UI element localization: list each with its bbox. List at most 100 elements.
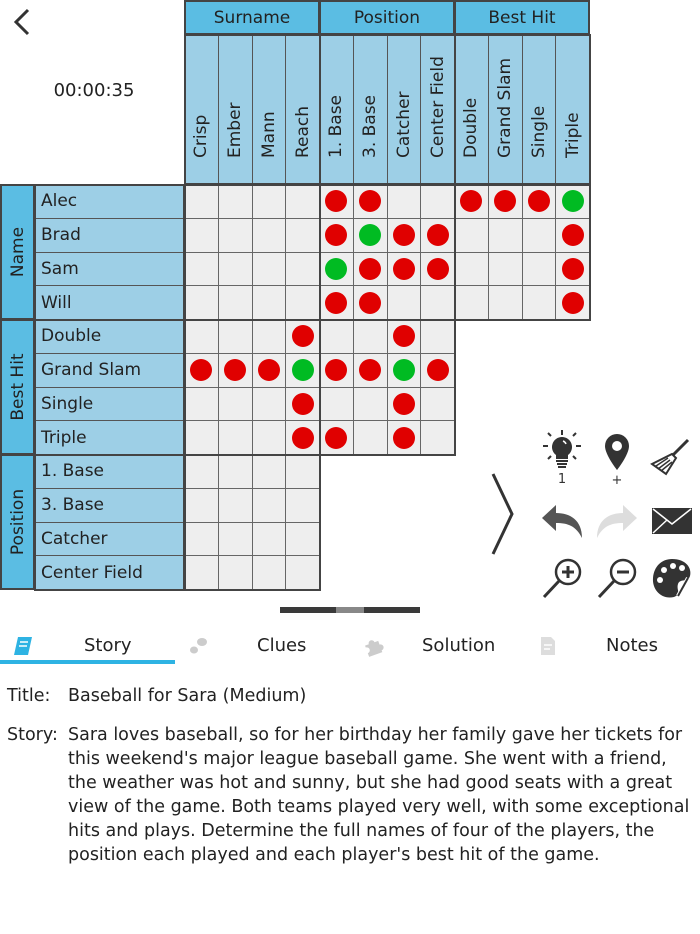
- grid-cell[interactable]: [285, 352, 320, 388]
- grid-cell[interactable]: [521, 285, 557, 320]
- marker-button[interactable]: [595, 430, 639, 474]
- grid-cell[interactable]: [319, 217, 354, 253]
- grid-cell[interactable]: [184, 521, 219, 557]
- grid-cell[interactable]: [352, 420, 388, 455]
- grid-cell[interactable]: [319, 251, 354, 287]
- grid-cell[interactable]: [217, 352, 253, 388]
- grid-cell[interactable]: [251, 251, 287, 287]
- grid-cell[interactable]: [319, 420, 354, 455]
- grid-cell[interactable]: [319, 386, 354, 422]
- grid-cell[interactable]: [487, 184, 523, 219]
- grid-cell[interactable]: [184, 487, 219, 523]
- grid-cell[interactable]: [352, 352, 388, 388]
- grid-cell[interactable]: [184, 285, 219, 320]
- grid-cell[interactable]: [184, 217, 219, 253]
- grid-cell[interactable]: [487, 217, 523, 253]
- grid-cell[interactable]: [217, 251, 253, 287]
- grid-cell[interactable]: [420, 319, 455, 354]
- clear-button[interactable]: [648, 436, 692, 480]
- grid-cell[interactable]: [285, 217, 320, 253]
- grid-cell[interactable]: [352, 285, 388, 320]
- grid-cell[interactable]: [352, 217, 388, 253]
- grid-cell[interactable]: [454, 184, 489, 219]
- grid-cell[interactable]: [285, 319, 320, 354]
- grid-cell[interactable]: [217, 386, 253, 422]
- grid-cell[interactable]: [319, 285, 354, 320]
- grid-cell[interactable]: [319, 319, 354, 354]
- grid-cell[interactable]: [386, 352, 422, 388]
- grid-cell[interactable]: [285, 251, 320, 287]
- grid-cell[interactable]: [386, 251, 422, 287]
- back-button[interactable]: [8, 4, 38, 40]
- grid-cell[interactable]: [285, 487, 320, 523]
- grid-cell[interactable]: [184, 454, 219, 489]
- undo-button[interactable]: [540, 498, 584, 542]
- grid-cell[interactable]: [352, 184, 388, 219]
- grid-cell[interactable]: [420, 251, 455, 287]
- grid-cell[interactable]: [251, 184, 287, 219]
- grid-cell[interactable]: [251, 555, 287, 590]
- grid-cell[interactable]: [454, 285, 489, 320]
- grid-cell[interactable]: [420, 217, 455, 253]
- grid-cell[interactable]: [251, 217, 287, 253]
- grid-cell[interactable]: [352, 319, 388, 354]
- grid-cell[interactable]: [184, 184, 219, 219]
- grid-cell[interactable]: [386, 319, 422, 354]
- tab-solution[interactable]: Solution: [350, 628, 525, 664]
- grid-cell[interactable]: [420, 352, 455, 388]
- grid-cell[interactable]: [487, 285, 523, 320]
- grid-cell[interactable]: [251, 319, 287, 354]
- grid-cell[interactable]: [521, 217, 557, 253]
- grid-cell[interactable]: [251, 521, 287, 557]
- grid-cell[interactable]: [217, 319, 253, 354]
- grid-cell[interactable]: [184, 319, 219, 354]
- redo-button[interactable]: [595, 498, 639, 542]
- grid-cell[interactable]: [251, 420, 287, 455]
- grid-cell[interactable]: [217, 184, 253, 219]
- grid-cell[interactable]: [521, 184, 557, 219]
- grid-cell[interactable]: [251, 352, 287, 388]
- grid-cell[interactable]: [184, 386, 219, 422]
- grid-cell[interactable]: [386, 386, 422, 422]
- grid-cell[interactable]: [285, 454, 320, 489]
- grid-cell[interactable]: [184, 555, 219, 590]
- grid-cell[interactable]: [555, 184, 590, 219]
- mail-button[interactable]: [650, 498, 694, 542]
- grid-cell[interactable]: [420, 285, 455, 320]
- grid-cell[interactable]: [217, 217, 253, 253]
- grid-cell[interactable]: [251, 487, 287, 523]
- grid-cell[interactable]: [521, 251, 557, 287]
- grid-cell[interactable]: [285, 285, 320, 320]
- grid-cell[interactable]: [386, 285, 422, 320]
- hint-button[interactable]: [540, 428, 584, 472]
- grid-cell[interactable]: [352, 386, 388, 422]
- grid-cell[interactable]: [386, 217, 422, 253]
- grid-cell[interactable]: [454, 217, 489, 253]
- theme-button[interactable]: [650, 556, 694, 600]
- grid-cell[interactable]: [319, 184, 354, 219]
- grid-cell[interactable]: [487, 251, 523, 287]
- grid-cell[interactable]: [285, 420, 320, 455]
- grid-cell[interactable]: [217, 521, 253, 557]
- grid-cell[interactable]: [251, 386, 287, 422]
- grid-cell[interactable]: [420, 386, 455, 422]
- tab-notes[interactable]: Notes: [525, 628, 700, 664]
- tab-clues[interactable]: Clues: [175, 628, 350, 664]
- grid-cell[interactable]: [420, 420, 455, 455]
- grid-cell[interactable]: [386, 420, 422, 455]
- grid-cell[interactable]: [285, 184, 320, 219]
- grid-cell[interactable]: [217, 555, 253, 590]
- grid-cell[interactable]: [184, 420, 219, 455]
- toggle-tools-button[interactable]: [488, 470, 518, 558]
- grid-cell[interactable]: [420, 184, 455, 219]
- grid-cell[interactable]: [285, 386, 320, 422]
- grid-cell[interactable]: [386, 184, 422, 219]
- zoom-out-button[interactable]: [595, 556, 639, 600]
- grid-cell[interactable]: [217, 420, 253, 455]
- grid-cell[interactable]: [285, 555, 320, 590]
- grid-cell[interactable]: [251, 285, 287, 320]
- grid-cell[interactable]: [217, 454, 253, 489]
- tab-story[interactable]: Story: [0, 628, 175, 664]
- grid-cell[interactable]: [454, 251, 489, 287]
- pager-indicator[interactable]: [280, 607, 420, 613]
